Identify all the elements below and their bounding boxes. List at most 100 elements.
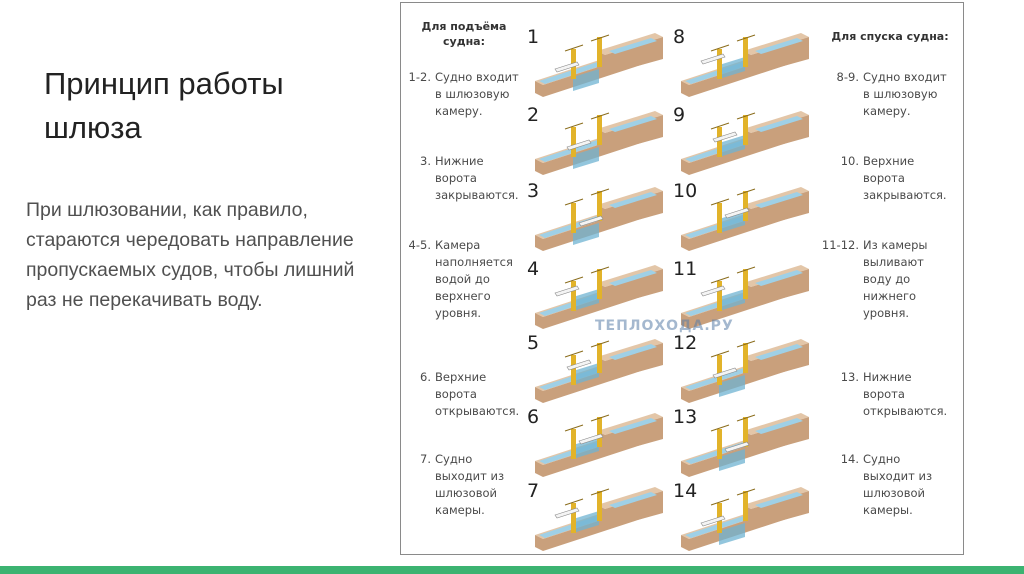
ship bbox=[566, 359, 592, 371]
caption-number: 11-12. bbox=[821, 238, 859, 252]
caption-number: 6. bbox=[420, 370, 431, 384]
chamber-water bbox=[719, 523, 745, 545]
chamber-water bbox=[573, 147, 599, 169]
ship bbox=[554, 507, 580, 519]
caption-number: 4-5. bbox=[408, 238, 431, 252]
chamber-water bbox=[719, 135, 745, 157]
ship bbox=[578, 433, 604, 445]
caption-text: Из камеры выливают воду до нижнего уровн… bbox=[863, 238, 928, 320]
chamber-water bbox=[573, 69, 599, 91]
upper-gate bbox=[743, 191, 748, 221]
upper-water bbox=[755, 344, 803, 360]
step-number: 14 bbox=[673, 480, 697, 502]
step-number: 2 bbox=[527, 104, 539, 126]
lock-scene-5: 5 bbox=[527, 332, 663, 403]
upper-water bbox=[609, 492, 657, 508]
lock-scene-3: 3 bbox=[527, 180, 663, 251]
upper-gate bbox=[597, 417, 602, 447]
step-number: 7 bbox=[527, 480, 539, 502]
caption-up-4: 6. Верхние ворота открываются. bbox=[401, 369, 523, 420]
heading-ascent: Для подъёма судна: bbox=[421, 20, 507, 48]
upper-gate bbox=[597, 269, 602, 299]
lower-gate bbox=[571, 503, 576, 533]
upper-water bbox=[755, 492, 803, 508]
step-number: 11 bbox=[673, 258, 697, 280]
caption-number: 10. bbox=[840, 154, 859, 168]
ship bbox=[712, 367, 738, 379]
upper-water bbox=[609, 116, 657, 132]
upper-water bbox=[755, 192, 803, 208]
upper-water bbox=[609, 270, 657, 286]
upper-gate bbox=[743, 269, 748, 299]
step-number: 5 bbox=[527, 332, 539, 354]
caption-number: 8-9. bbox=[836, 70, 859, 84]
slide-body-text: При шлюзовании, как правило, стараются ч… bbox=[26, 199, 355, 311]
lower-gate bbox=[571, 429, 576, 459]
step-number: 9 bbox=[673, 104, 685, 126]
upper-gate bbox=[597, 343, 602, 373]
lower-gate bbox=[717, 355, 722, 385]
lock-scene-12: 12 bbox=[673, 332, 809, 403]
caption-text: Судно выходит из шлюзовой камеры. bbox=[435, 452, 505, 517]
caption-text: Камера наполняется водой до верхнего уро… bbox=[435, 238, 513, 320]
caption-down-3: 11-12. Из камеры выливают воду до нижнего… bbox=[815, 237, 965, 322]
caption-text: Судно входит в шлюзовую камеру. bbox=[863, 70, 947, 118]
caption-text: Нижние ворота открываются. bbox=[863, 370, 948, 418]
step-number: 6 bbox=[527, 406, 539, 428]
step-number: 13 bbox=[673, 406, 697, 428]
caption-up-2: 3. Нижние ворота закрываются. bbox=[401, 153, 523, 204]
slide-title: Принцип работы шлюза bbox=[44, 66, 284, 145]
caption-down-5: 14. Судно выходит из шлюзовой камеры. bbox=[815, 451, 965, 519]
lock-scene-8: 8 bbox=[673, 26, 809, 97]
upper-gate bbox=[597, 115, 602, 145]
lower-gate bbox=[571, 203, 576, 233]
lock-scene-4: 4 bbox=[527, 258, 663, 329]
lower-gate bbox=[571, 355, 576, 385]
caption-number: 1-2. bbox=[408, 70, 431, 84]
ship bbox=[712, 131, 738, 143]
chamber-water bbox=[573, 289, 599, 311]
upper-gate bbox=[597, 191, 602, 221]
chamber-water bbox=[719, 57, 745, 79]
lower-gate bbox=[717, 429, 722, 459]
chamber-water bbox=[719, 211, 745, 233]
upper-gate bbox=[597, 491, 602, 521]
ship bbox=[566, 139, 592, 151]
ship bbox=[700, 515, 726, 527]
step-number: 10 bbox=[673, 180, 697, 202]
upper-water bbox=[609, 344, 657, 360]
upper-gate bbox=[743, 37, 748, 67]
caption-text: Верхние ворота открываются. bbox=[435, 370, 520, 418]
chamber-water bbox=[573, 511, 599, 533]
caption-number: 14. bbox=[840, 452, 859, 466]
lower-gate bbox=[717, 281, 722, 311]
caption-text: Верхние ворота закрываются. bbox=[863, 154, 947, 202]
lower-gate bbox=[717, 203, 722, 233]
chamber-water bbox=[573, 223, 599, 245]
caption-number: 3. bbox=[420, 154, 431, 168]
step-number: 4 bbox=[527, 258, 539, 280]
chamber-water bbox=[719, 375, 745, 397]
caption-text: Нижние ворота закрываются. bbox=[435, 154, 519, 202]
lower-gate bbox=[571, 127, 576, 157]
ship bbox=[724, 207, 750, 219]
caption-up-1: 1-2.Судно входит в шлюзовую камеру. bbox=[401, 69, 523, 120]
lock-scene-13: 13 bbox=[673, 406, 809, 477]
caption-down-2: 10. Верхние ворота закрываются. bbox=[815, 153, 965, 204]
ship bbox=[724, 441, 750, 453]
bottom-accent-bar bbox=[0, 566, 1024, 574]
ship bbox=[700, 53, 726, 65]
caption-text: Судно выходит из шлюзовой камеры. bbox=[863, 452, 933, 517]
caption-number: 13. bbox=[840, 370, 859, 384]
step-number: 8 bbox=[673, 26, 685, 48]
ship bbox=[554, 61, 580, 73]
lock-scene-2: 2 bbox=[527, 104, 663, 175]
chamber-water bbox=[719, 289, 745, 311]
lock-scene-11: 11 bbox=[673, 258, 809, 329]
lock-scene-14: 14 bbox=[673, 480, 809, 551]
lower-gate bbox=[571, 281, 576, 311]
upper-water bbox=[609, 38, 657, 54]
upper-water bbox=[609, 192, 657, 208]
caption-up-3: 4-5. Камера наполняется водой до верхнего… bbox=[401, 237, 523, 322]
